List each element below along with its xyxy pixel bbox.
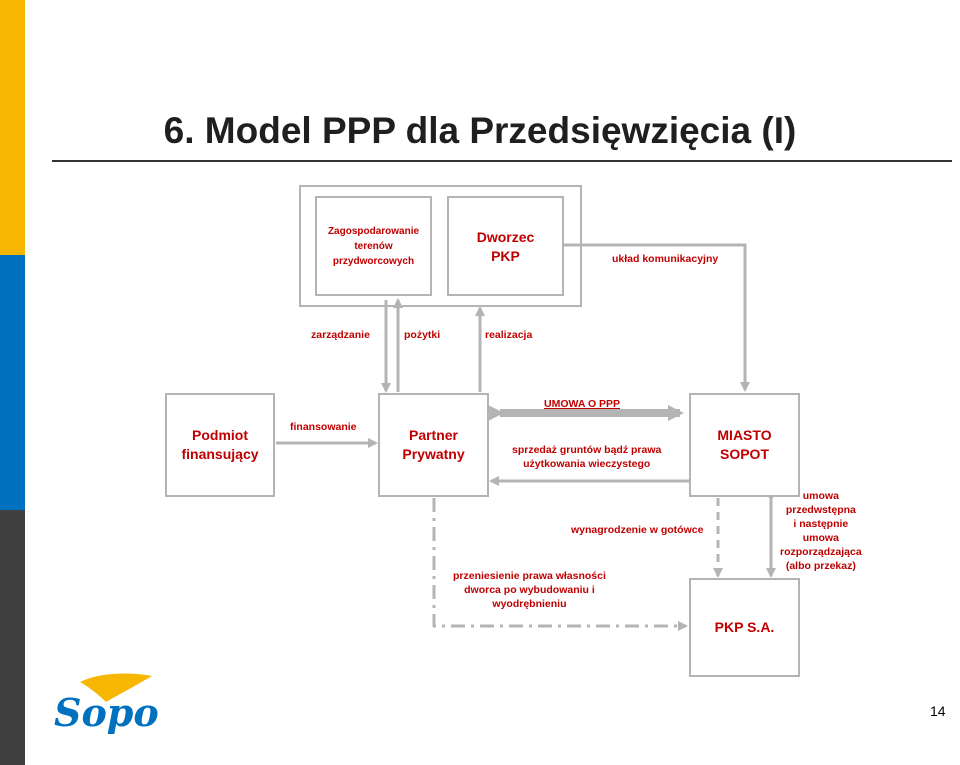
accent-stripe-yellow: [0, 0, 25, 255]
sopot-logo-text: Sopot: [54, 690, 160, 735]
arrow-przeniesienie: [432, 498, 688, 631]
box-pkp-sa-label: PKP S.A.: [714, 619, 775, 635]
box-partner-prywatny-label: Partner Prywatny: [402, 427, 465, 462]
box-podmiot-finansujacy-label: Podmiot finansujący: [181, 427, 259, 462]
box-partner-prywatny: Partner Prywatny: [378, 393, 489, 497]
page-number: 14: [930, 703, 946, 719]
label-pozytki: pożytki: [404, 329, 441, 341]
accent-stripe-blue: [0, 255, 25, 510]
slide-title: 6. Model PPP dla Przedsięwzięcia (I): [163, 110, 797, 151]
label-umowa-przedwstepna: umowa przedwstępna i następnie umowa roz…: [780, 490, 862, 572]
box-dworzec-pkp: Dworzec PKP: [447, 196, 564, 296]
box-zagospodarowanie: Zagospodarowanie terenów przydworcowych: [315, 196, 432, 296]
label-przeniesienie: przeniesienie prawa własności dworca po …: [453, 570, 606, 610]
label-finansowanie: finansowanie: [290, 421, 357, 433]
box-miasto-sopot: MIASTO SOPOT: [689, 393, 800, 497]
sopot-logo-icon: Sopot: [54, 673, 177, 735]
box-podmiot-finansujacy: Podmiot finansujący: [165, 393, 275, 497]
box-pkp-sa: PKP S.A.: [689, 578, 800, 677]
label-umowa-ppp: UMOWA O PPP: [544, 398, 621, 410]
title-divider: [52, 160, 952, 162]
arrow-uklad-komunikacyjny: [564, 243, 750, 392]
box-zagospodarowanie-label: Zagospodarowanie terenów przydworcowych: [327, 225, 420, 267]
label-uklad-komunikacyjny: układ komunikacyjny: [612, 253, 719, 265]
box-dworzec-pkp-label: Dworzec PKP: [476, 229, 535, 264]
label-realizacja: realizacja: [485, 329, 533, 341]
label-sprzedaz: sprzedaż gruntów bądź prawa użytkowania …: [512, 444, 662, 470]
accent-stripe-dark: [0, 510, 25, 765]
sopot-logo: Sopot: [50, 668, 177, 753]
label-wynagrodzenie: wynagrodzenie w gotówce: [571, 524, 704, 536]
label-zarzadzanie: zarządzanie: [311, 329, 370, 341]
box-miasto-sopot-label: MIASTO SOPOT: [717, 427, 772, 462]
